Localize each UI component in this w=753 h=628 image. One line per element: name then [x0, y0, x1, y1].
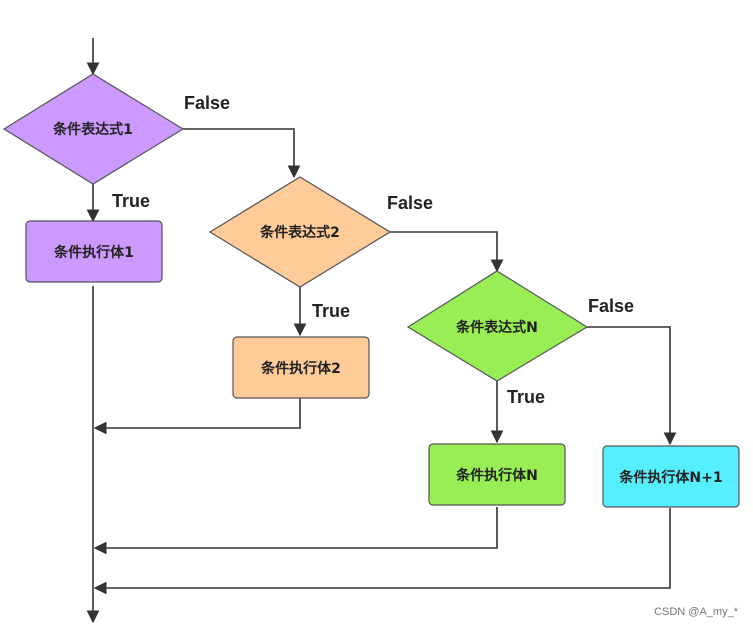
return-edge-n1 [93, 508, 671, 595]
false-label-1: False [184, 93, 230, 113]
true-label-1: True [112, 191, 150, 211]
condition-node-n: 条件表达式N [406, 270, 589, 382]
false-edge-1 [183, 128, 301, 179]
connectors [86, 38, 677, 624]
action-node-2: 条件执行体2 [232, 336, 370, 399]
condition-label-2: 条件表达式2 [259, 224, 340, 241]
action-label-n: 条件执行体N [455, 467, 538, 484]
condition-label-1: 条件表达式1 [52, 121, 133, 138]
false-edge-2 [390, 231, 504, 273]
action-label-2: 条件执行体2 [260, 360, 341, 377]
action-label-1: 条件执行体1 [53, 244, 134, 261]
return-edge-2 [93, 398, 301, 435]
watermark: CSDN @A_my_* [654, 606, 739, 618]
false-label-2: False [387, 193, 433, 213]
action-label-n1: 条件执行体N+1 [618, 469, 722, 486]
action-node-n: 条件执行体N [428, 443, 566, 506]
false-label-n: False [588, 296, 634, 316]
action-node-1: 条件执行体1 [25, 220, 163, 283]
condition-label-n: 条件表达式N [455, 319, 538, 336]
false-edge-n [587, 326, 677, 446]
true-label-2: True [312, 301, 350, 321]
return-edge-n [93, 507, 498, 555]
condition-node-1: 条件表达式1 [2, 73, 185, 185]
true-label-n: True [507, 387, 545, 407]
action-node-n1: 条件执行体N+1 [602, 445, 740, 508]
condition-node-2: 条件表达式2 [208, 176, 392, 288]
